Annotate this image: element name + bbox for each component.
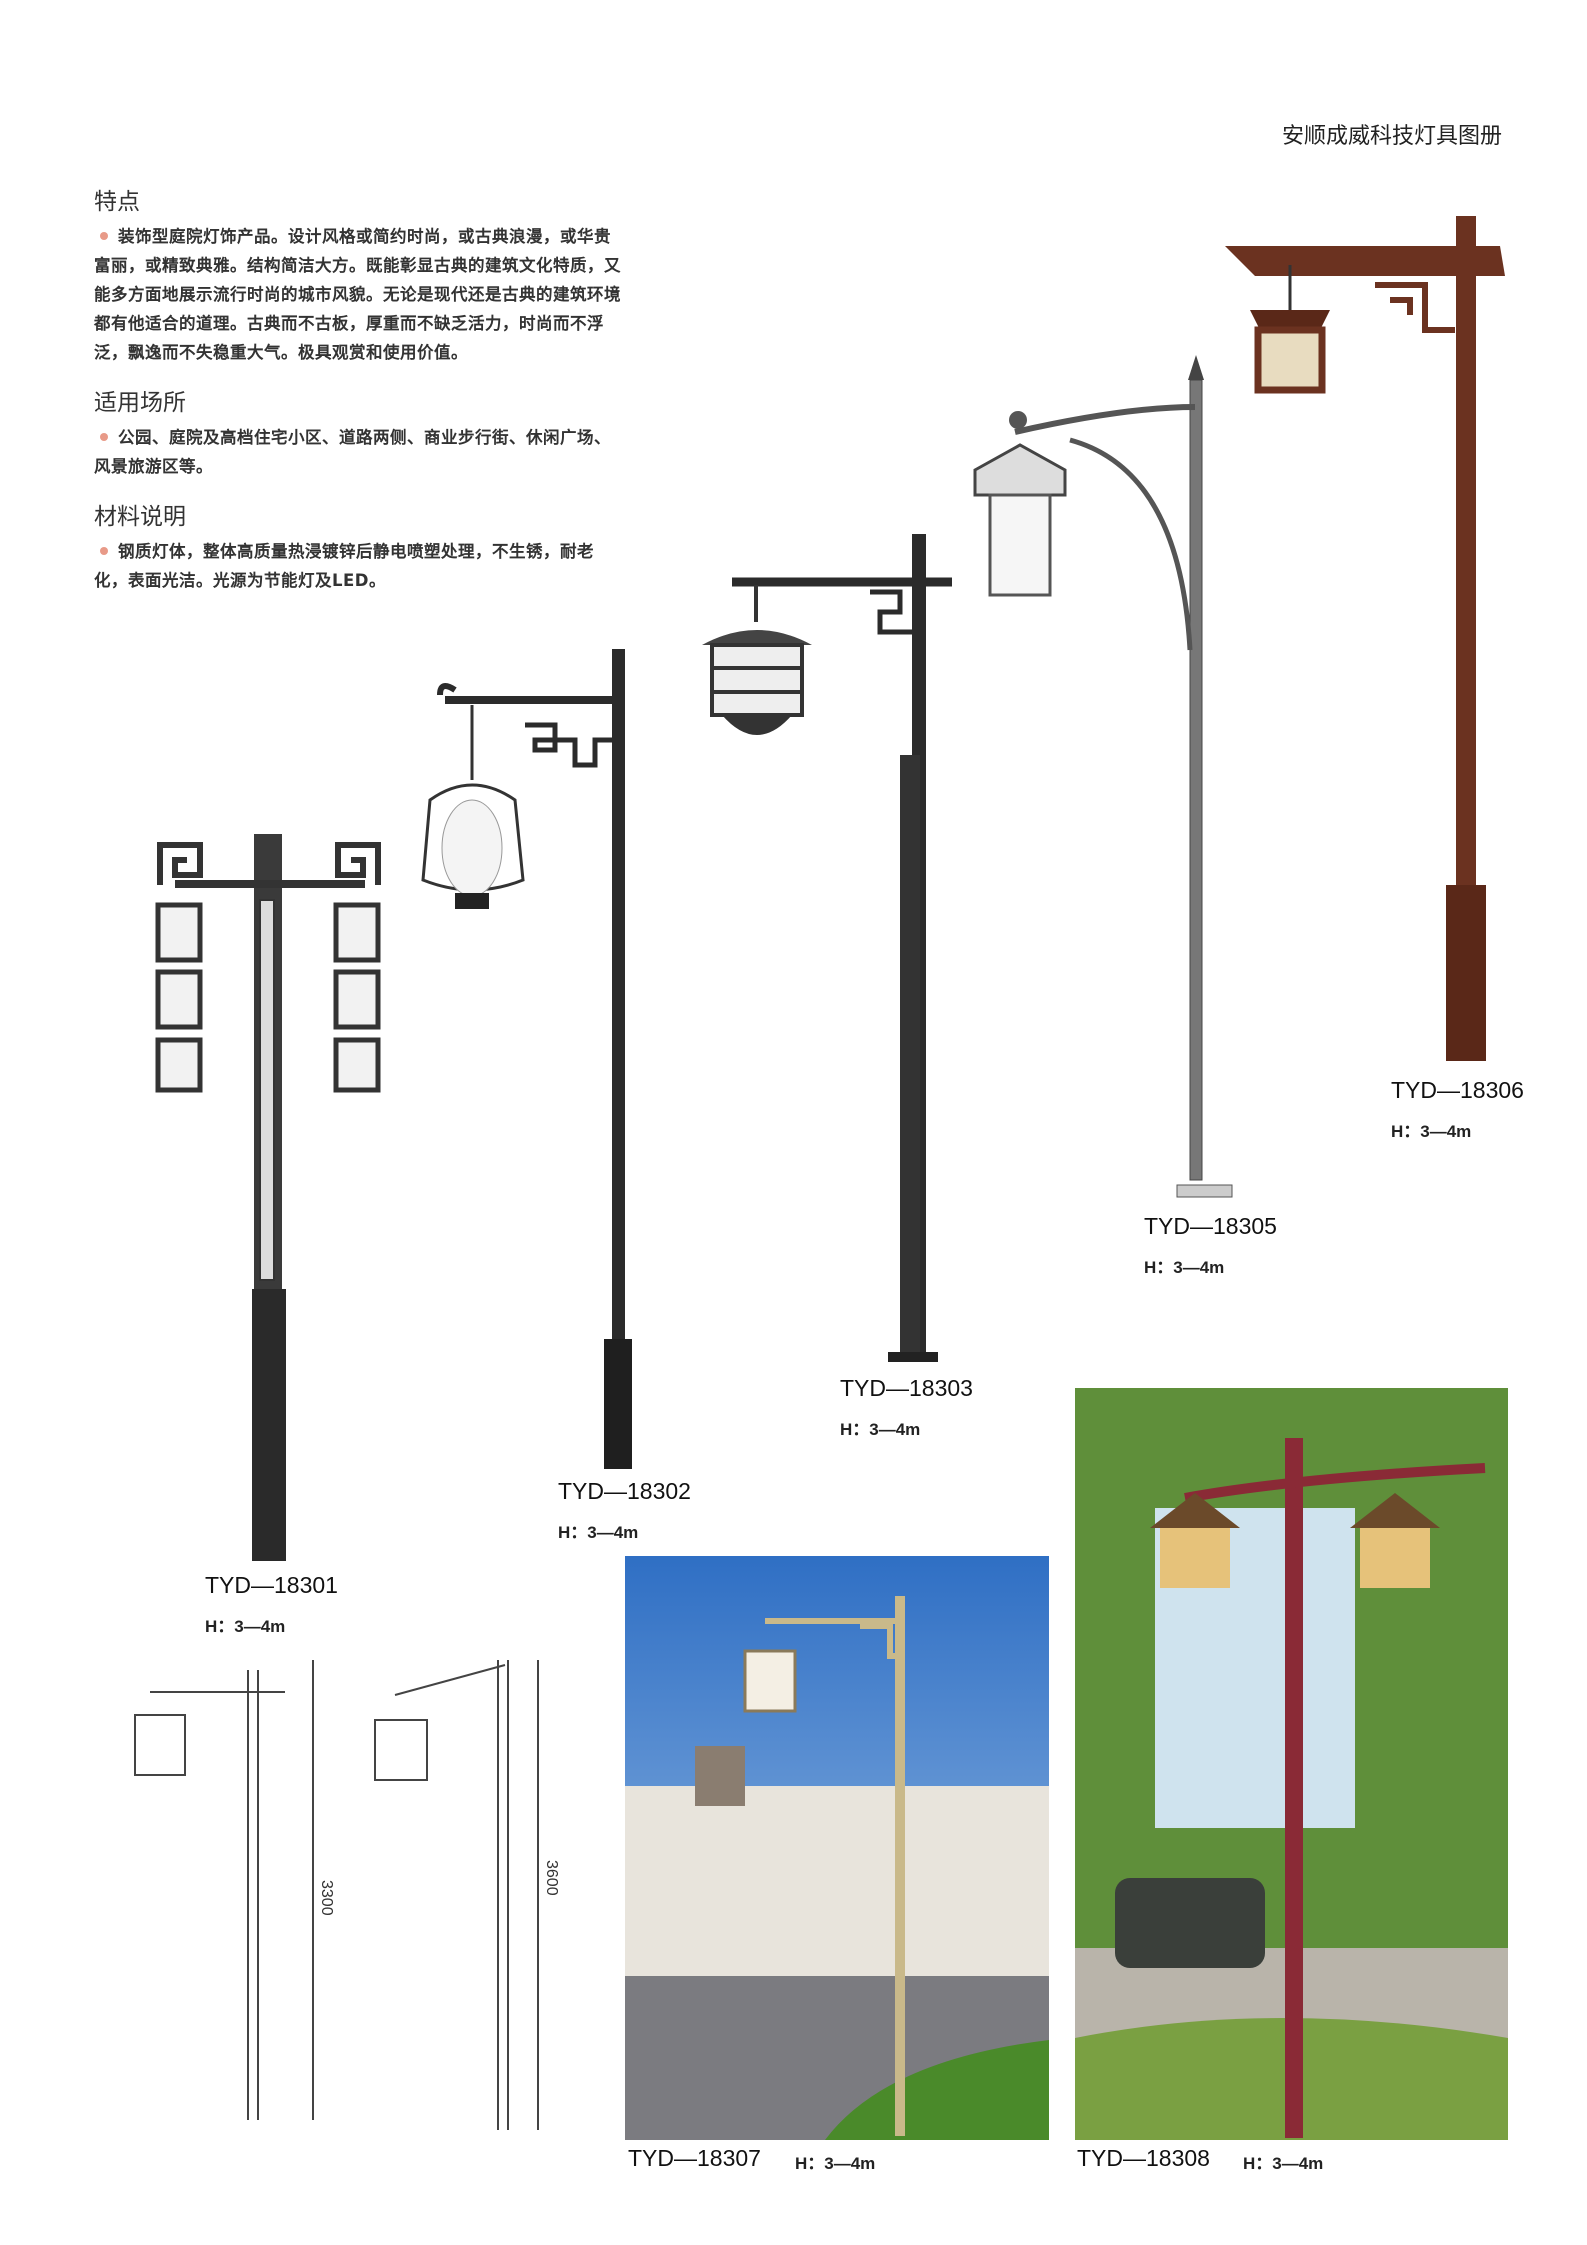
model-18301: TYD—18301: [205, 1572, 338, 1598]
lamp-18302-image: [421, 649, 632, 1469]
bullet-icon: [100, 433, 108, 441]
model-18308: TYD—18308: [1077, 2145, 1210, 2171]
height-18303: H：3—4m: [840, 1420, 921, 1439]
model-18305: TYD—18305: [1144, 1213, 1277, 1239]
catalog-header: 安顺成威科技灯具图册: [1282, 124, 1503, 149]
lamp-18303-image: [702, 534, 952, 1362]
photo-18308: [1075, 1388, 1508, 2140]
height-18306: H：3—4m: [1391, 1122, 1472, 1141]
applications-title: 适用场所: [94, 390, 186, 416]
features-body: 装饰型庭院灯饰产品。设计风格或简约时尚，或古典浪漫，或华贵富丽，或精致典雅。结构…: [94, 227, 621, 362]
applications-body: 公园、庭院及高档住宅小区、道路两侧、商业步行街、休闲广场、风景旅游区等。: [94, 428, 611, 476]
model-18303: TYD—18303: [840, 1375, 973, 1401]
photo-18307: [625, 1556, 1049, 2140]
height-18308: H：3—4m: [1243, 2154, 1324, 2173]
lamp-18306-image: [1225, 216, 1505, 1061]
height-18307: H：3—4m: [795, 2154, 876, 2173]
height-18302: H：3—4m: [558, 1523, 639, 1542]
model-18306: TYD—18306: [1391, 1077, 1524, 1103]
model-18302: TYD—18302: [558, 1478, 691, 1504]
technical-drawings: [134, 1660, 539, 2130]
features-title: 特点: [94, 189, 140, 215]
materials-title: 材料说明: [94, 504, 186, 530]
model-18307: TYD—18307: [628, 2145, 761, 2171]
bullet-icon: [100, 547, 108, 555]
bullet-icon: [100, 232, 108, 240]
height-18305: H：3—4m: [1144, 1258, 1225, 1277]
materials-body: 钢质灯体，整体高质量热浸镀锌后静电喷塑处理，不生锈，耐老化，表面光洁。光源为节能…: [94, 542, 594, 590]
lamp-18305-image: [973, 355, 1233, 1198]
height-18301: H：3—4m: [205, 1617, 286, 1636]
lamp-18301-image: [155, 834, 381, 1561]
intro-text: 特点 装饰型庭院灯饰产品。设计风格或简约时尚，或古典浪漫，或华贵富丽，或精致典雅…: [94, 182, 624, 611]
